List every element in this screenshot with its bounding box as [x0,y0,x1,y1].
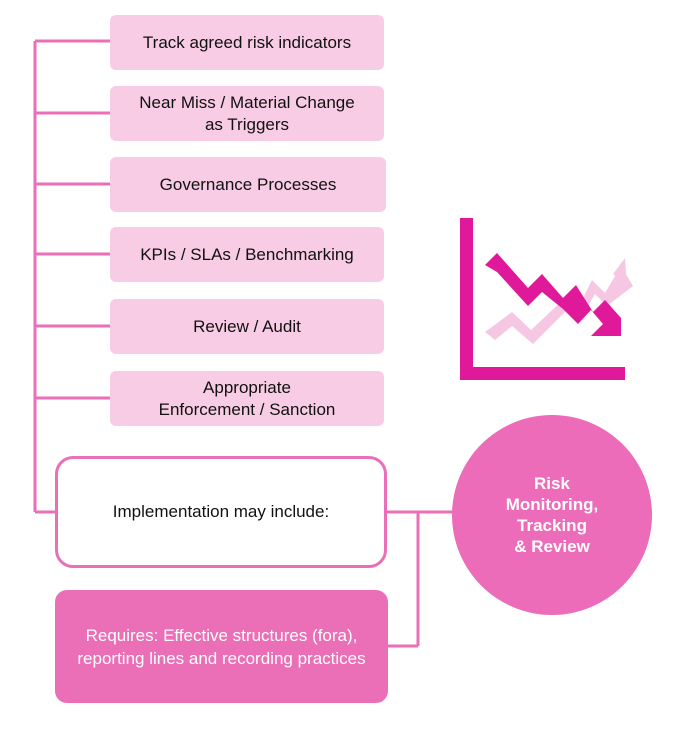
item-enforcement-sanction: Appropriate Enforcement / Sanction [110,371,384,426]
item-near-miss-triggers: Near Miss / Material Change as Triggers [110,86,384,141]
item-governance-processes: Governance Processes [110,157,386,212]
circle-label: Risk Monitoring, Tracking & Review [505,474,599,556]
risk-monitoring-circle: Risk Monitoring, Tracking & Review [452,415,652,615]
implementation-box: Implementation may include: [55,456,387,568]
declining-trend-chart-icon [460,218,633,380]
item-track-risk-indicators: Track agreed risk indicators [110,15,384,70]
requires-box: Requires: Effective structures (fora), r… [55,590,388,703]
item-review-audit: Review / Audit [110,299,384,354]
item-kpis-slas-benchmarking: KPIs / SLAs / Benchmarking [110,227,384,282]
